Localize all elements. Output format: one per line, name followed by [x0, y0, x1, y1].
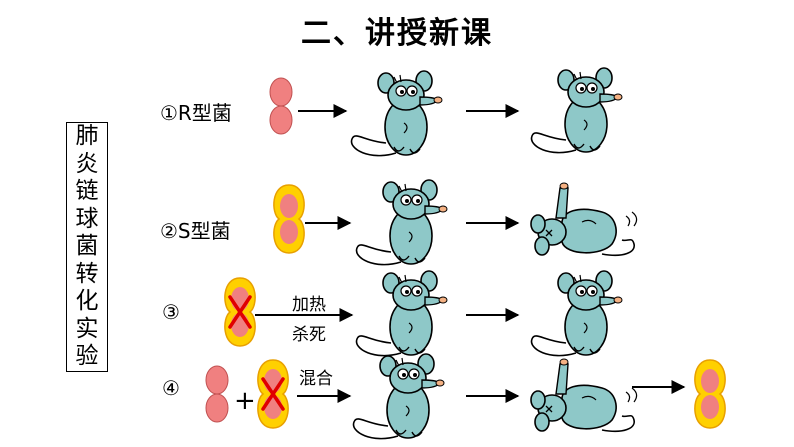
r-strain-bacterium-icon [205, 365, 229, 423]
experiment-name-char: 实 [75, 315, 99, 342]
alive-mouse-icon [530, 270, 623, 357]
experiment-name-char: 球 [75, 205, 99, 232]
experiment-name-char: 链 [75, 178, 99, 205]
row-label-r-strain: ①R型菌 [160, 101, 232, 125]
dead-mouse-icon [530, 182, 638, 257]
page-title: 二、讲授新课 [301, 16, 493, 51]
experiment-name-char: 验 [75, 343, 99, 370]
arrow-label-mix: 混合 [299, 369, 333, 389]
row-label-s-strain: ②S型菌 [160, 219, 231, 243]
alive-mouse-icon [352, 353, 445, 440]
alive-mouse-icon [355, 179, 448, 266]
alive-mouse-icon [350, 70, 443, 157]
experiment-name-box: 肺 炎 链 球 菌 转 化 实 验 [66, 122, 108, 372]
alive-mouse-icon [355, 270, 448, 357]
r-strain-bacterium-icon [269, 77, 293, 135]
experiment-name-char: 菌 [75, 233, 99, 260]
arrow-label-kill: 杀死 [292, 325, 326, 345]
plus-sign: + [234, 386, 256, 416]
experiment-name-char: 化 [75, 288, 99, 315]
row-label-mixture: ④ [162, 376, 180, 400]
s-strain-capsulated-bacterium-icon [694, 359, 726, 429]
s-strain-capsulated-bacterium-icon [273, 184, 305, 254]
experiment-name-char: 炎 [75, 150, 99, 177]
arrow-label-heat: 加热 [292, 295, 326, 315]
row-label-heat-killed: ③ [162, 300, 180, 324]
experiment-name-char: 转 [75, 260, 99, 287]
experiment-name-char: 肺 [75, 123, 99, 150]
dead-mouse-icon [530, 358, 638, 433]
alive-mouse-icon [530, 67, 623, 154]
